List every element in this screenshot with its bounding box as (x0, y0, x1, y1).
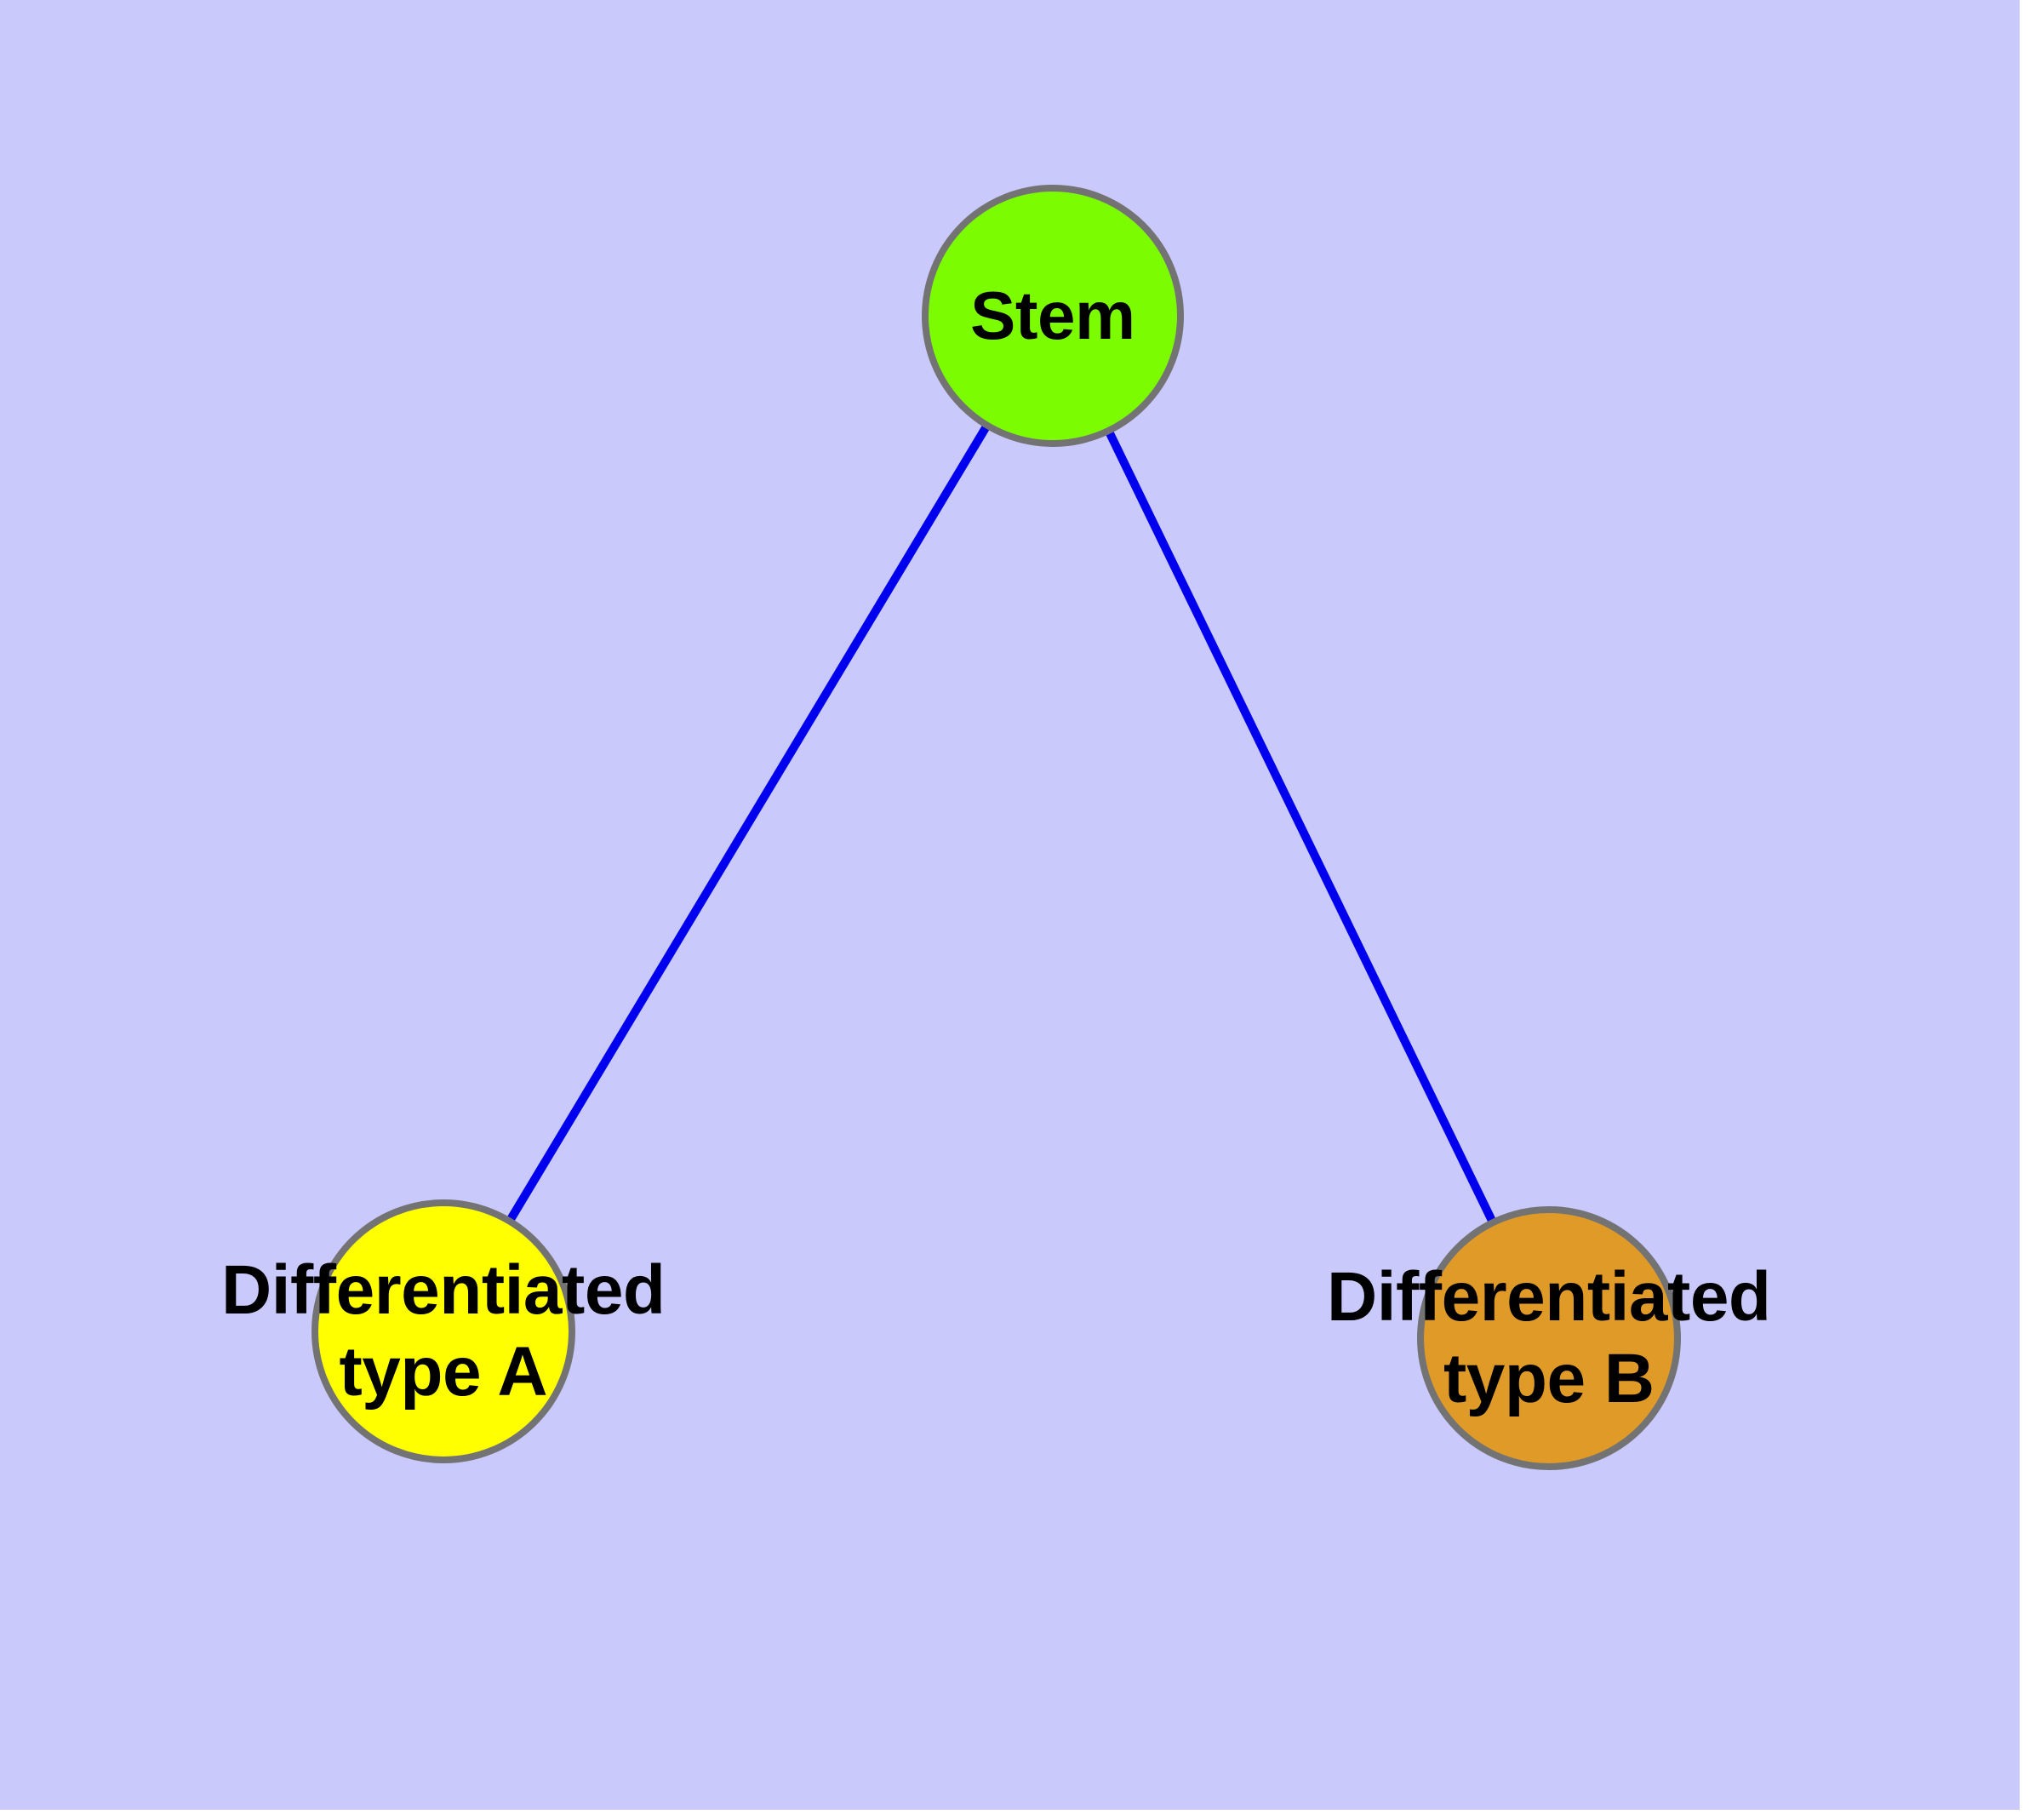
edge-stem-to-diff-a (506, 424, 991, 1222)
nodes-layer (311, 185, 1681, 1470)
node-circle-stem[interactable] (922, 185, 1184, 447)
node-label-line: Differentiated (221, 1251, 666, 1329)
edge-stem-to-diff-b (1105, 430, 1496, 1223)
node-label-line: type A (339, 1332, 548, 1411)
node-label-line: Differentiated (1327, 1258, 1771, 1336)
node-circle-diff_b[interactable] (1417, 1206, 1681, 1470)
node-circle-diff_a[interactable] (311, 1199, 575, 1463)
node-label-line: type B (1443, 1339, 1655, 1417)
node-label-stem: Stem (970, 276, 1135, 356)
node-label-line: Stem (970, 278, 1135, 353)
edges-layer (506, 424, 1496, 1223)
